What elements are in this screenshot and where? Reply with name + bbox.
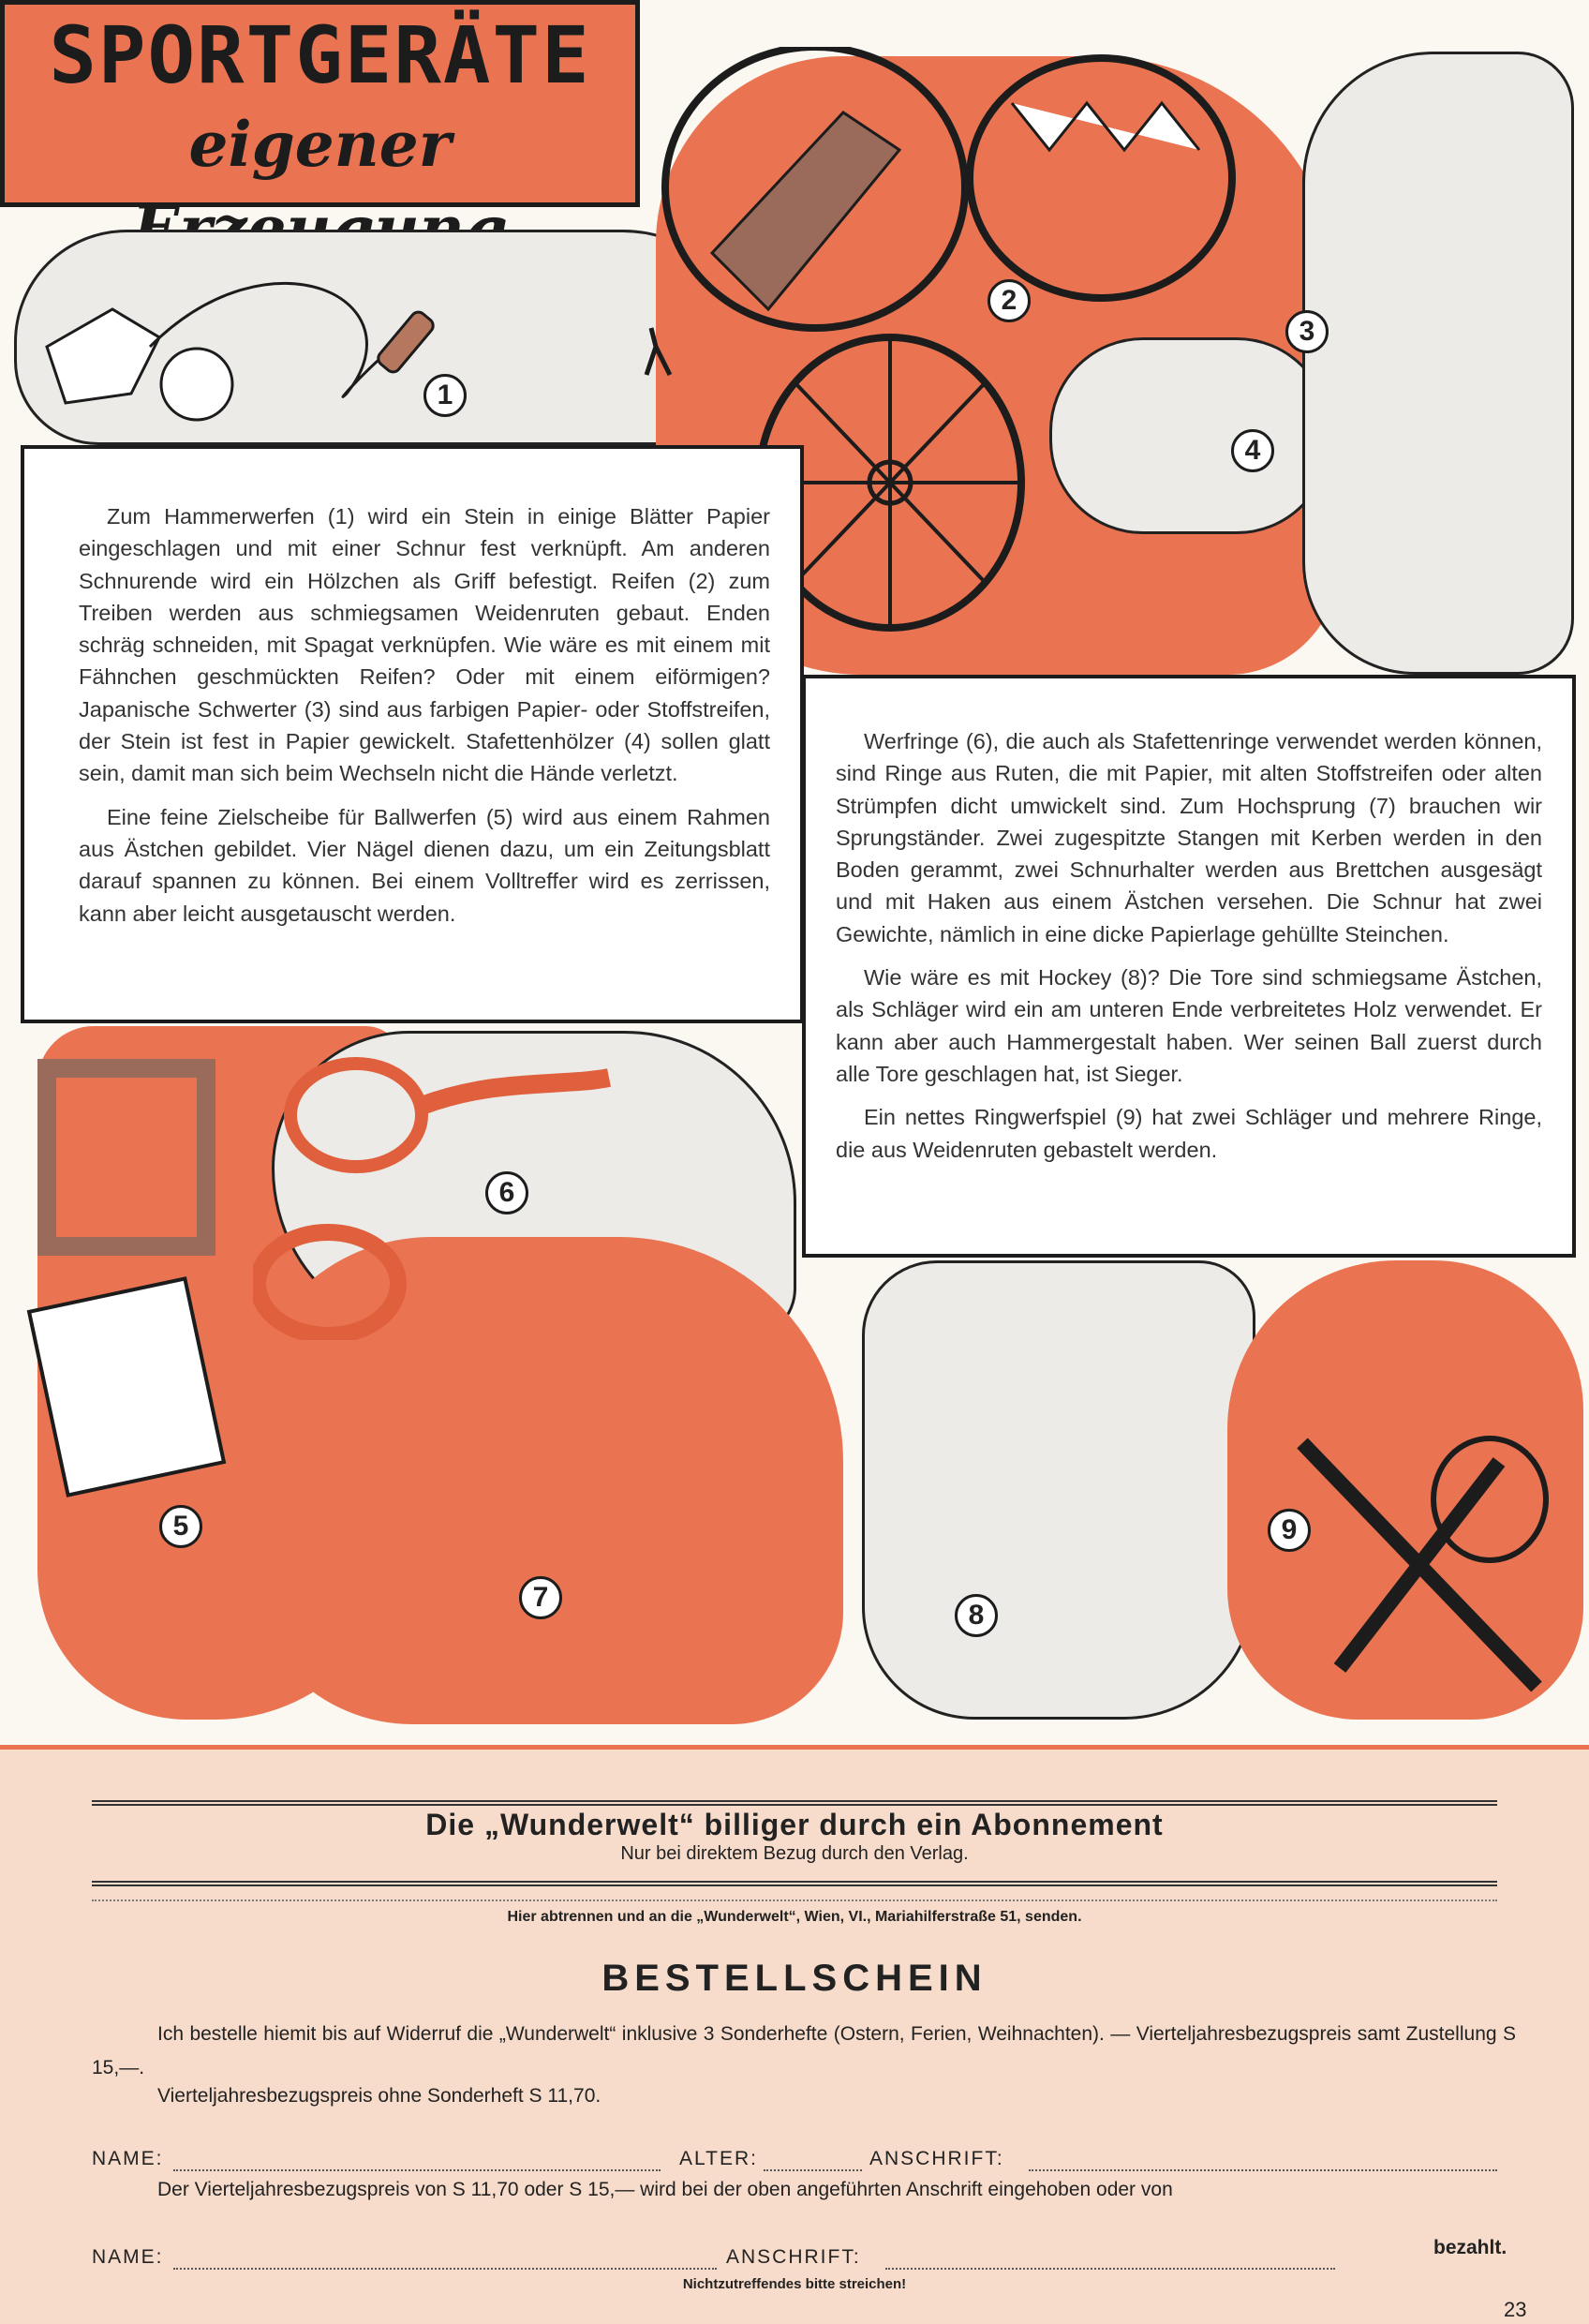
address-label: ANSCHRIFT: [869, 2148, 1004, 2169]
figure-number-8: 8 [955, 1594, 998, 1637]
order-form: Die „Wunderwelt“ billiger durch ein Abon… [0, 1745, 1589, 2324]
title-box: SPORTGERÄTE eigener Erzeugung [0, 0, 640, 265]
figure-number-3: 3 [1285, 310, 1329, 353]
name-field[interactable] [173, 2169, 661, 2171]
paragraph: Ein nettes Ringwerfspiel (9) hat zwei Sc… [836, 1105, 1542, 1162]
address-field[interactable] [1029, 2169, 1497, 2171]
hammer-illustration [45, 281, 673, 422]
figure-number-5: 5 [159, 1505, 202, 1548]
illustration-ringthrow-background [1227, 1260, 1583, 1720]
article-text-left: Zum Hammerwerfen (1) wird ein Stein in e… [21, 445, 804, 1023]
paragraph: Wie wäre es mit Hockey (8)? Die Tore sin… [836, 965, 1542, 1086]
figure-number-7: 7 [519, 1576, 562, 1619]
figure-number-9: 9 [1268, 1509, 1311, 1552]
article-text-right: Werfringe (6), die auch als Stafettenrin… [802, 675, 1576, 1258]
illustration-hockey-background [862, 1260, 1255, 1720]
payment-text: Der Vierteljahresbezugspreis von S 11,70… [157, 2179, 1173, 2200]
payer-address-field[interactable] [885, 2268, 1335, 2270]
ringthrow-illustration [1297, 1436, 1549, 1692]
age-field[interactable] [764, 2169, 862, 2171]
divider [92, 1800, 1497, 1808]
payer-name-field[interactable] [173, 2268, 717, 2270]
flag-hoop-icon [966, 54, 1236, 302]
illustration-highjump-background [244, 1237, 843, 1724]
name-label: NAME: [92, 2148, 164, 2169]
subheadline: Nur bei direktem Bezug durch den Verlag. [620, 1843, 969, 1864]
figure-number-2: 2 [988, 279, 1031, 322]
price-text: Vierteljahresbezugspreis ohne Sonderheft… [157, 2085, 601, 2107]
target-frame-illustration [26, 1059, 227, 1497]
paragraph: Zum Hammerwerfen (1) wird ein Stein in e… [79, 504, 770, 786]
form-heading: BESTELLSCHEIN [601, 1958, 988, 1999]
ring-illustrations [253, 1057, 611, 1340]
hoop-icon [661, 47, 969, 332]
illustration-swords-background [1302, 52, 1574, 675]
figure-number-6: 6 [485, 1171, 528, 1214]
headline: Die „Wunderwelt“ billiger durch ein Abon… [425, 1808, 1164, 1841]
figure-number-4: 4 [1231, 429, 1274, 472]
name-label-2: NAME: [92, 2246, 164, 2268]
divider [92, 1881, 1497, 1888]
illustration-relay-background [1049, 337, 1330, 534]
page-title: SPORTGERÄTE [49, 9, 591, 101]
paragraph: Eine feine Zielscheibe für Ballwerfen (5… [79, 804, 770, 926]
figure-number-1: 1 [423, 374, 467, 417]
strike-note: Nichtzutreffendes bitte streichen! [682, 2276, 907, 2292]
page-number: 23 [1504, 2298, 1527, 2321]
cut-note: Hier abtrennen und an die „Wunderwelt“, … [507, 1909, 1082, 1925]
hoop-illustrations [661, 47, 1236, 632]
address-label-2: ANSCHRIFT: [726, 2246, 861, 2268]
age-label: ALTER: [679, 2148, 758, 2169]
paid-label: bezahlt. [1433, 2237, 1507, 2258]
order-text: Ich bestelle hiemit bis auf Widerruf die… [92, 2023, 1516, 2078]
paragraph: Werfringe (6), die auch als Stafettenrin… [836, 729, 1542, 946]
cut-line [92, 1899, 1497, 1901]
